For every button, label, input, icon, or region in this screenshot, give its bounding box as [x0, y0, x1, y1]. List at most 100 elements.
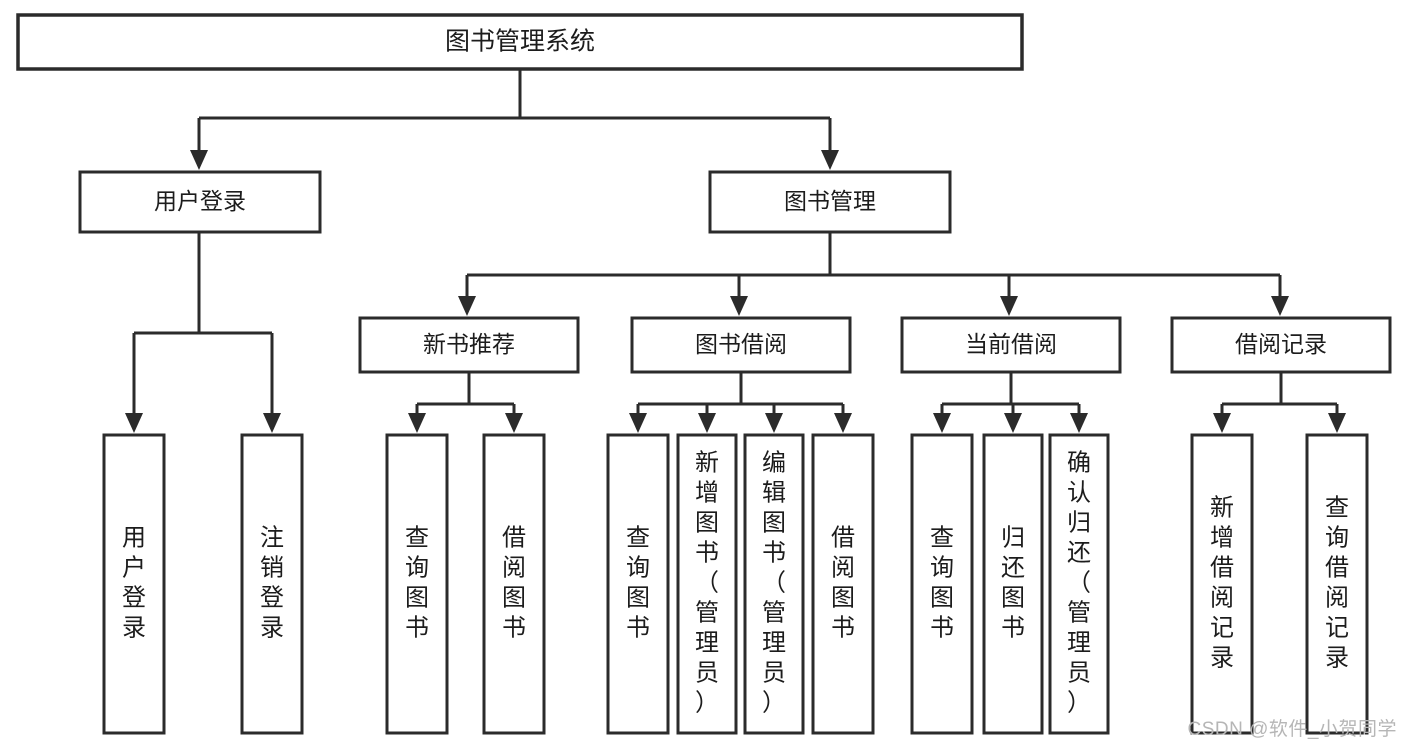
node-box[interactable] — [811, 433, 875, 735]
node-box[interactable] — [982, 433, 1044, 735]
node-box[interactable] — [482, 433, 546, 735]
node-box[interactable] — [78, 170, 322, 234]
arrow-head-icon — [458, 296, 476, 316]
node-label-char: 书 — [762, 539, 786, 566]
node-book-borrow[interactable]: 图书借阅 — [630, 316, 852, 374]
node-label-char: 确 — [1067, 449, 1091, 476]
node-new-book-recommend[interactable]: 新书推荐 — [358, 316, 580, 374]
node-box[interactable] — [606, 433, 670, 735]
node-label-char: 询 — [930, 554, 954, 581]
arrow-head-icon — [1070, 413, 1088, 433]
node-root-system[interactable]: 图书管理系统 — [16, 13, 1024, 71]
node-label: 图书借阅 — [695, 331, 787, 357]
node-label-char: 还 — [1067, 539, 1091, 566]
node-label-char: 录 — [1210, 644, 1234, 671]
node-label-char: 增 — [1210, 524, 1234, 551]
node-label-char: 登 — [260, 584, 284, 611]
node-borrow-record[interactable]: 借阅记录 — [1170, 316, 1392, 374]
arrow-head-icon — [1000, 296, 1018, 316]
node-label-char: 借 — [831, 524, 855, 551]
node-label-char: 图 — [502, 584, 526, 611]
node-label-char: 管 — [1067, 599, 1091, 626]
node-current-borrow[interactable]: 当前借阅 — [900, 316, 1122, 374]
node-label-char: 编 — [762, 449, 786, 476]
node-user-login[interactable]: 用户登录 — [78, 170, 322, 234]
arrow-head-icon — [933, 413, 951, 433]
arrow-head-icon — [1213, 413, 1231, 433]
node-label-char: ） — [695, 689, 719, 716]
node-label-char: 录 — [122, 614, 146, 641]
node-leaf-user-login[interactable]: 用户登录 — [102, 433, 166, 735]
node-box[interactable] — [1170, 316, 1392, 374]
node-label-char: （ — [695, 569, 719, 596]
node-label-char: 销 — [260, 554, 284, 581]
node-label: 新书推荐 — [423, 331, 515, 357]
node-label-char: 新 — [695, 449, 719, 476]
node-box[interactable] — [358, 316, 580, 374]
node-label-char: 图 — [831, 584, 855, 611]
node-label-char: 阅 — [831, 554, 855, 581]
arrow-head-icon — [505, 413, 523, 433]
node-box[interactable] — [676, 433, 738, 735]
node-label-char: 注 — [260, 524, 284, 551]
node-label-char: 户 — [122, 554, 146, 581]
node-label-char: 增 — [695, 479, 719, 506]
node-label: 当前借阅 — [965, 331, 1057, 357]
node-label-char: 录 — [260, 614, 284, 641]
node-box[interactable] — [630, 316, 852, 374]
node-label-char: 员 — [1067, 659, 1091, 686]
node-label-char: 图 — [695, 509, 719, 536]
node-box[interactable] — [900, 316, 1122, 374]
node-box[interactable] — [385, 433, 449, 735]
node-box[interactable] — [240, 433, 304, 735]
node-box[interactable] — [743, 433, 805, 735]
arrow-head-icon — [629, 413, 647, 433]
node-label-char: 书 — [1001, 614, 1025, 641]
node-label-char: 书 — [502, 614, 526, 641]
node-box[interactable] — [16, 13, 1024, 71]
node-label-char: 记 — [1325, 614, 1349, 641]
node-label-char: 员 — [695, 659, 719, 686]
node-box[interactable] — [102, 433, 166, 735]
node-label-char: 借 — [502, 524, 526, 551]
arrow-head-icon — [1004, 413, 1022, 433]
node-label-char: 登 — [122, 584, 146, 611]
node-label-char: 询 — [405, 554, 429, 581]
node-label-char: 查 — [626, 524, 650, 551]
node-label-char: 归 — [1001, 524, 1025, 551]
node-label-char: 理 — [695, 629, 719, 656]
arrow-head-icon — [730, 296, 748, 316]
arrow-head-icon — [125, 413, 143, 433]
node-label-char: 图 — [762, 509, 786, 536]
node-box[interactable] — [1305, 433, 1369, 735]
node-box[interactable] — [1190, 433, 1254, 735]
node-label-char: 阅 — [1210, 584, 1234, 611]
node-label-char: 辑 — [762, 479, 786, 506]
node-label-char: 归 — [1067, 509, 1091, 536]
node-label-char: 理 — [762, 629, 786, 656]
arrowhead-layer — [125, 150, 1346, 433]
node-label-char: 图 — [626, 584, 650, 611]
node-box[interactable] — [910, 433, 974, 735]
node-book-manage[interactable]: 图书管理 — [708, 170, 952, 234]
node-label: 图书管理 — [784, 188, 876, 214]
node-label-char: 用 — [122, 524, 146, 551]
watermark-text: CSDN @软件_小贺同学 — [1187, 719, 1397, 740]
node-box[interactable] — [1048, 433, 1110, 735]
node-box[interactable] — [708, 170, 952, 234]
arrow-head-icon — [765, 413, 783, 433]
